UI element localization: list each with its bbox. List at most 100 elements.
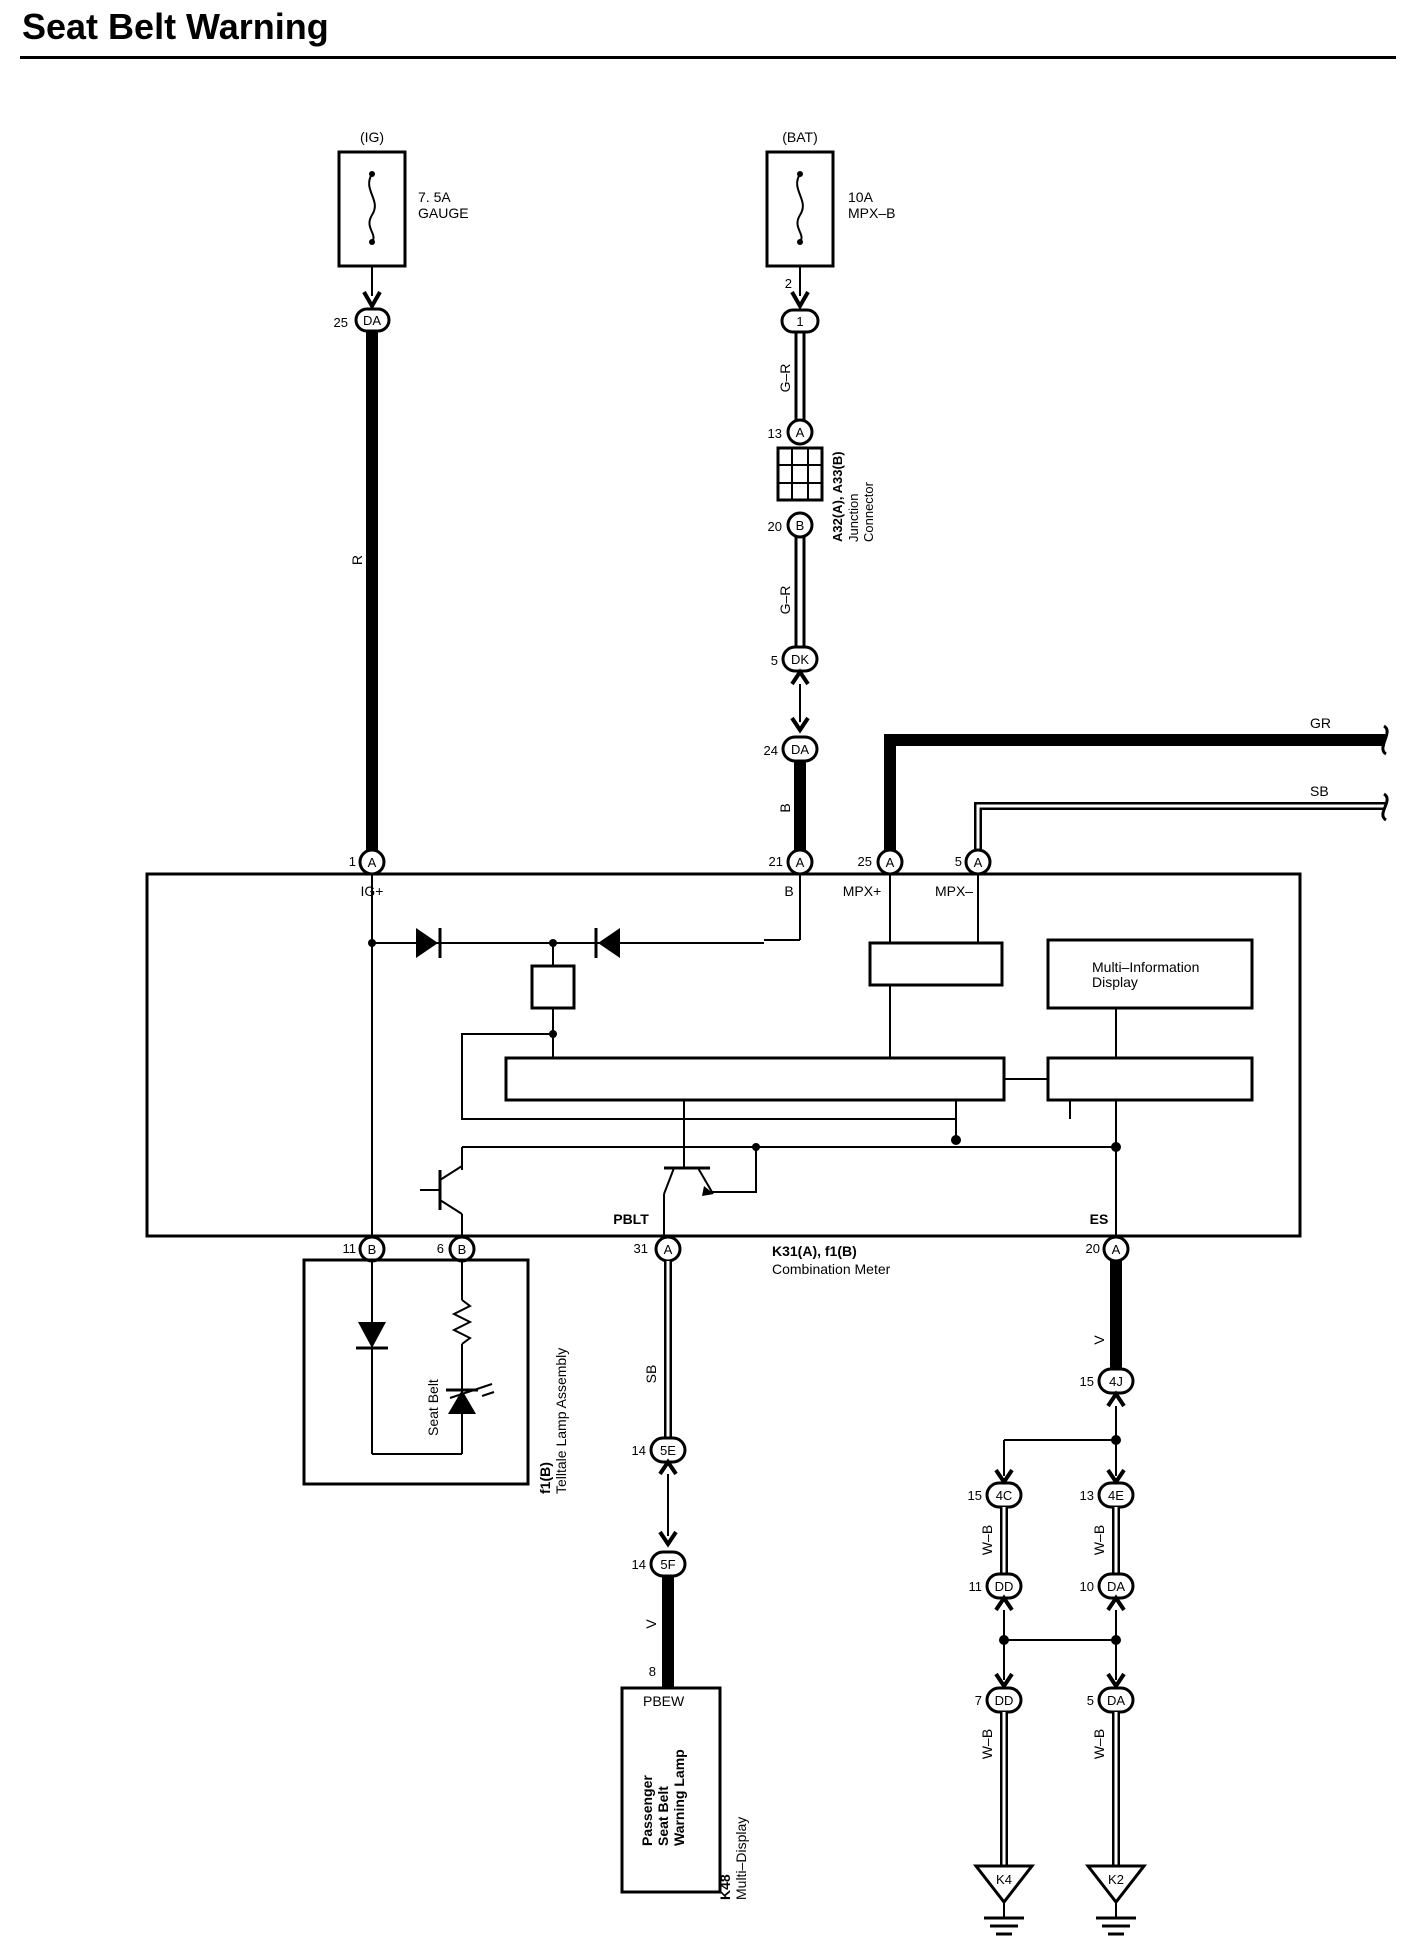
svg-text:15: 15 — [1080, 1374, 1094, 1389]
md-lamp3: Warning Lamp — [671, 1749, 687, 1846]
fuse-mpx-rating: 10A — [848, 189, 874, 205]
wire-gr1-label: G–R — [777, 364, 793, 393]
connector-a20: 20 A — [1086, 1235, 1130, 1263]
fuse-mpx-name: MPX–B — [848, 205, 895, 221]
wire-sb: SB — [643, 1261, 672, 1440]
mid-line2: Display — [1092, 974, 1138, 990]
meter-code: K31(A), f1(B) — [772, 1243, 857, 1259]
connector-da10: 10 DA — [1080, 1572, 1135, 1612]
terminal-pbew: PBEW — [643, 1693, 685, 1709]
terminal-mpx-m: MPX– — [935, 883, 973, 899]
connector-b11: 11 B — [343, 1235, 386, 1263]
wire-wb1-label: W–B — [979, 1525, 995, 1555]
wire-wb4: W–B — [1091, 1712, 1120, 1866]
connector-dd11: 11 DD — [969, 1572, 1023, 1612]
telltale-lamp-assembly: Seat Belt f1(B) Telltale Lamp Assembly — [302, 1258, 569, 1494]
svg-text:20: 20 — [1086, 1241, 1100, 1256]
connector-a1: 1 A — [349, 848, 386, 876]
svg-text:31: 31 — [634, 1241, 648, 1256]
ig-source-label: (IG) — [360, 129, 384, 145]
svg-text:DA: DA — [1107, 1579, 1125, 1594]
combination-meter: IG+ B MPX+ MPX– PBLT ES — [145, 872, 1302, 1238]
svg-text:25: 25 — [858, 854, 872, 869]
svg-text:5E: 5E — [660, 1443, 676, 1458]
svg-text:13: 13 — [1080, 1488, 1094, 1503]
svg-text:K4: K4 — [996, 1872, 1012, 1887]
svg-text:10: 10 — [1080, 1579, 1094, 1594]
svg-text:14: 14 — [632, 1443, 646, 1458]
connector-a5: 5 A — [955, 848, 992, 876]
svg-text:A: A — [664, 1242, 673, 1257]
svg-text:DD: DD — [995, 1579, 1014, 1594]
svg-text:A: A — [974, 855, 983, 870]
telltale-lamp-label: Seat Belt — [425, 1379, 441, 1436]
connector-b20: 20 B — [768, 511, 814, 539]
connector-da5: 5 DA — [1087, 1686, 1135, 1714]
svg-text:K2: K2 — [1108, 1872, 1124, 1887]
wire-wb1: W–B — [979, 1507, 1008, 1574]
fuse-gauge-name: GAUGE — [418, 205, 469, 221]
svg-text:21: 21 — [769, 854, 783, 869]
svg-text:A: A — [368, 855, 377, 870]
title-rule — [20, 56, 1396, 59]
svg-text:5: 5 — [955, 854, 962, 869]
wire-sb-bus-label: SB — [1310, 783, 1329, 799]
svg-text:DA: DA — [1107, 1693, 1125, 1708]
meter-name: Combination Meter — [772, 1261, 891, 1277]
fuse-gauge-rating: 7. 5A — [418, 189, 451, 205]
connector-5e: 14 5E — [632, 1436, 687, 1548]
svg-text:7: 7 — [975, 1693, 982, 1708]
svg-text:11: 11 — [969, 1579, 983, 1594]
wire-b: B — [777, 761, 806, 850]
svg-text:DK: DK — [791, 652, 809, 667]
wire-v2: V — [1091, 1261, 1122, 1370]
wire-v1: V 8 — [643, 1576, 674, 1688]
connector-4c: 15 4C — [968, 1481, 1023, 1509]
connector-a25: 25 A — [858, 848, 904, 876]
wire-r: R — [349, 266, 382, 850]
svg-text:5: 5 — [771, 653, 778, 668]
wire-v1-label: V — [643, 1619, 659, 1629]
wire-gr-bus: GR — [884, 715, 1389, 850]
svg-text:15: 15 — [968, 1488, 982, 1503]
connector-dk5: 5 DK — [771, 645, 819, 734]
wire-wb2: W–B — [1091, 1507, 1120, 1574]
svg-text:4E: 4E — [1108, 1488, 1124, 1503]
terminal-es: ES — [1090, 1211, 1109, 1227]
connector-a21: 21 A — [769, 848, 814, 876]
ground-branch — [1003, 1406, 1117, 1641]
md-lamp2: Seat Belt — [655, 1786, 671, 1846]
terminal-b: B — [784, 883, 793, 899]
connector-c1: 2 1 — [780, 276, 820, 334]
svg-text:25: 25 — [334, 315, 348, 330]
fuse-gauge: (IG) 7. 5A GAUGE — [337, 129, 469, 268]
connector-da25: 25 DA — [334, 307, 391, 333]
svg-text:DD: DD — [995, 1693, 1014, 1708]
jc-code: A32(A), A33(B) — [830, 451, 845, 542]
connector-da24: 24 DA — [764, 735, 819, 763]
svg-text:5F: 5F — [660, 1557, 675, 1572]
svg-text:14: 14 — [632, 1557, 646, 1572]
md-code: K48 — [717, 1874, 733, 1900]
page-title: Seat Belt Warning — [22, 6, 329, 47]
svg-text:B: B — [796, 518, 805, 533]
svg-text:DA: DA — [791, 742, 809, 757]
pin-8: 8 — [649, 1664, 656, 1679]
jc-name: Junction — [846, 494, 861, 542]
svg-text:11: 11 — [343, 1241, 357, 1256]
svg-text:B: B — [368, 1242, 377, 1257]
wire-gr2-label: G–R — [777, 586, 793, 615]
connector-4j: 15 4J — [1080, 1367, 1135, 1408]
svg-text:1: 1 — [796, 314, 803, 329]
terminal-mpx-p: MPX+ — [843, 883, 882, 899]
svg-text:2: 2 — [785, 276, 792, 291]
connector-a13: 13 A — [768, 418, 814, 446]
wire-gr-bus-label: GR — [1310, 715, 1331, 731]
wire-wb3-label: W–B — [979, 1729, 995, 1759]
wire-r-label: R — [349, 555, 365, 565]
md-name: Multi–Display — [733, 1817, 749, 1900]
svg-text:1: 1 — [349, 854, 356, 869]
ground-k2: K2 — [1084, 1864, 1148, 1936]
svg-text:A: A — [1112, 1242, 1121, 1257]
